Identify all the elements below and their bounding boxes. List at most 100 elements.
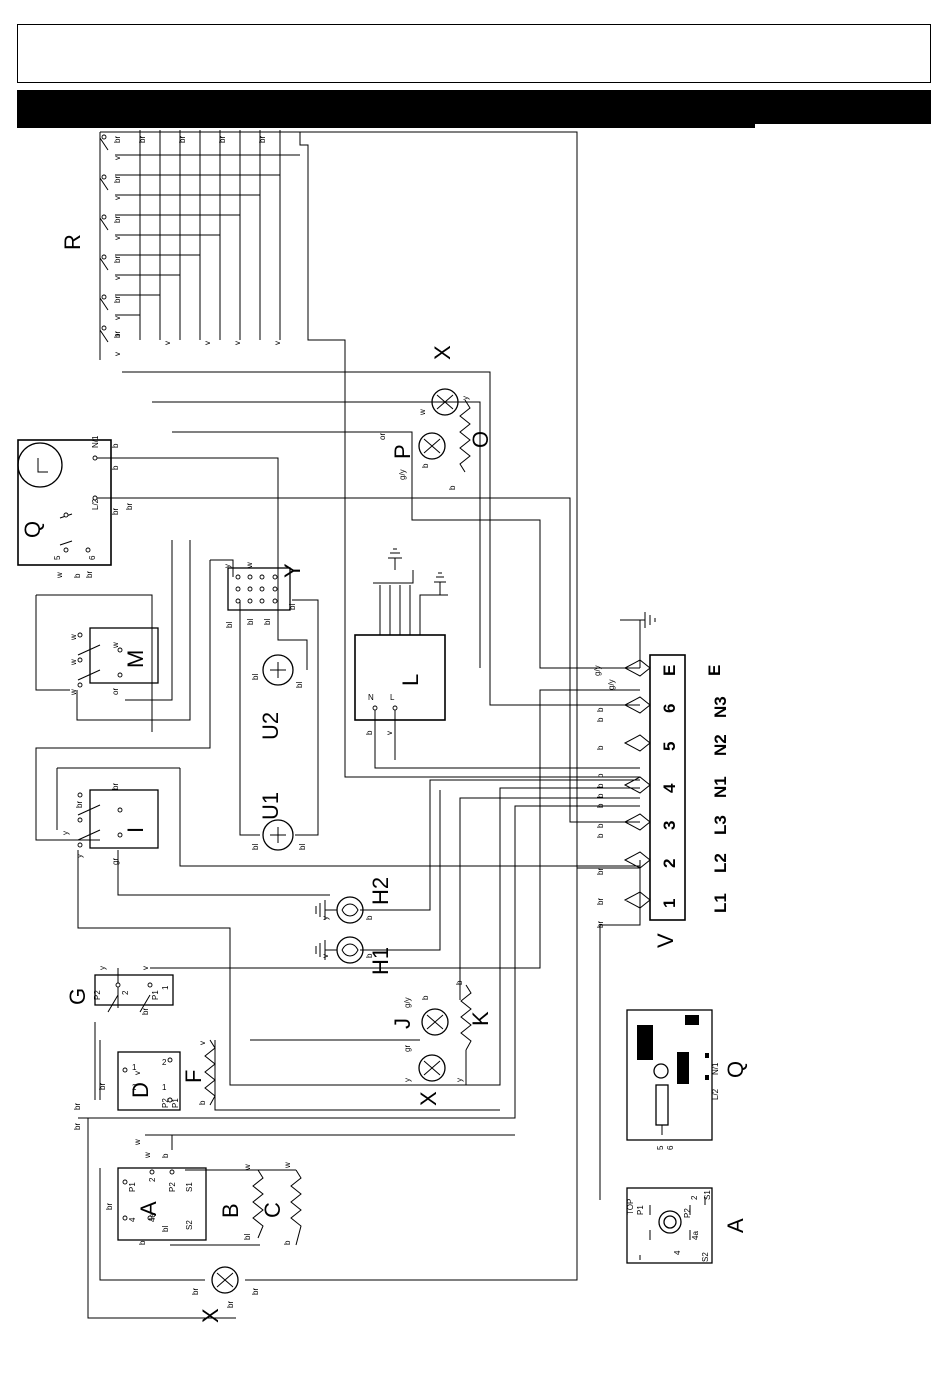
wire-label: br xyxy=(98,1083,107,1090)
wire-label: bl xyxy=(243,1234,252,1240)
wire-label: v xyxy=(273,341,282,345)
detail-A-four-a: 4a xyxy=(691,1231,700,1240)
D-two-b: 2 xyxy=(162,1058,167,1067)
wire-label: bl xyxy=(298,844,307,850)
wire-label: b xyxy=(365,915,374,920)
terminal-label-N2: N2 xyxy=(711,734,730,756)
wire-label: b xyxy=(111,443,120,448)
detail-Q-six: 6 xyxy=(666,1145,675,1150)
wire-label: b xyxy=(283,1240,292,1245)
label-J: J xyxy=(390,1018,415,1029)
label-D: D xyxy=(128,1082,153,1098)
wire-label: br xyxy=(113,216,122,223)
Q-n1: N/1 xyxy=(91,435,100,448)
wire-label: br xyxy=(218,136,227,143)
wire-label: y xyxy=(403,1078,412,1082)
wire-label: y xyxy=(321,916,330,920)
wire-label: br xyxy=(75,801,84,808)
terminal-label-N1: N1 xyxy=(711,776,730,798)
label-H1: H1 xyxy=(368,947,393,975)
section-bar xyxy=(17,90,931,128)
G-p2: P2 xyxy=(93,990,102,1000)
wire-label: g/y xyxy=(607,679,616,690)
wire-label: br xyxy=(178,136,187,143)
wire-label: bl xyxy=(161,1226,170,1232)
wire-label: br xyxy=(251,1288,260,1295)
label-K: K xyxy=(468,1011,493,1026)
lamp-H2: H2 xyxy=(315,877,393,924)
detail-A: TOP P1 2 P2 S1 4 4a S2 A xyxy=(626,1187,748,1264)
wire-label: v xyxy=(113,352,122,356)
wire-label: w xyxy=(69,659,78,666)
wire-label: br xyxy=(596,868,605,875)
lamp-X-mid: X xyxy=(416,1054,446,1106)
detail-A-two: 2 xyxy=(690,1195,699,1200)
regulator-A: P1 2 P2 S1 4 4a S2 A xyxy=(117,1167,207,1241)
label-H2: H2 xyxy=(368,877,393,905)
label-R: R xyxy=(60,234,85,250)
G-p1: P1 xyxy=(151,990,160,1000)
wire-label: w xyxy=(245,562,254,569)
wire-label: bl xyxy=(263,619,272,625)
terminal-label-N3: N3 xyxy=(711,696,730,718)
wire-label: br xyxy=(105,1203,114,1210)
wire-label: b xyxy=(421,463,430,468)
wire-label: v xyxy=(113,316,122,320)
wire-color-labels: br v br br br br br v br v br v br v br … xyxy=(55,136,616,1308)
wire-label: v xyxy=(141,966,150,970)
wire-label: y xyxy=(461,396,470,400)
wire-label: y xyxy=(223,564,232,568)
wire-label: b xyxy=(421,995,430,1000)
terminal-4: 4 xyxy=(660,783,679,793)
wire-label: br xyxy=(111,508,120,515)
A-s1: S1 xyxy=(185,1182,194,1192)
fan-J: J xyxy=(390,1008,449,1036)
wire-label: v xyxy=(133,1071,142,1075)
label-A: A xyxy=(136,1201,161,1216)
wire-label: w xyxy=(133,1139,142,1146)
terminal-block-V: E 6 5 4 3 2 1 E N3 N2 N1 L3 L2 L1 V xyxy=(620,612,730,948)
wire-label: br xyxy=(113,176,122,183)
label-G: G xyxy=(65,988,90,1005)
timer-Q: N/1 L/2 5 6 Q xyxy=(17,435,112,566)
L-term-n: N xyxy=(368,693,374,702)
terminal-label-E: E xyxy=(705,665,724,676)
detail-Q-label: Q xyxy=(723,1061,748,1078)
header-box xyxy=(17,24,931,83)
lamp-H1: H1 xyxy=(315,936,393,975)
label-V: V xyxy=(653,933,678,948)
wire-label: v xyxy=(163,341,172,345)
wire-label: b xyxy=(596,707,605,712)
wire-label: br xyxy=(113,331,122,338)
label-X-bottom: X xyxy=(198,1308,223,1323)
wire-label: w xyxy=(55,572,64,579)
wire-label: br xyxy=(113,256,122,263)
detail-Q-l2: L/2 xyxy=(711,1088,720,1100)
module-L: N L L xyxy=(354,548,448,721)
wire-label: or xyxy=(378,433,387,440)
Q-t6: 6 xyxy=(88,555,97,560)
wire-label: w xyxy=(283,1162,292,1169)
label-C: C xyxy=(260,1202,285,1218)
label-B: B xyxy=(218,1203,243,1218)
thermostat-G: P2 2 P1 1 G xyxy=(65,974,174,1013)
wire-label: bl xyxy=(251,844,260,850)
wire-label: b xyxy=(111,465,120,470)
wire-label: v xyxy=(198,1041,207,1045)
wire-label: br xyxy=(73,1103,82,1110)
label-L: L xyxy=(398,674,423,686)
wire-label: b xyxy=(596,803,605,808)
wire-label: g/y xyxy=(398,469,407,480)
terminal-label-L1: L1 xyxy=(711,893,730,913)
wire-label: b xyxy=(596,717,605,722)
wire-label: b xyxy=(596,823,605,828)
wire-label: b xyxy=(596,793,605,798)
label-O: O xyxy=(468,431,493,448)
wire-label: b xyxy=(365,730,374,735)
wire-label: br xyxy=(73,1123,82,1130)
G-one: 1 xyxy=(161,985,170,990)
A-s2: S2 xyxy=(185,1220,194,1230)
lamp-U2: U2 xyxy=(258,654,294,740)
wire-label: gr xyxy=(111,858,120,865)
